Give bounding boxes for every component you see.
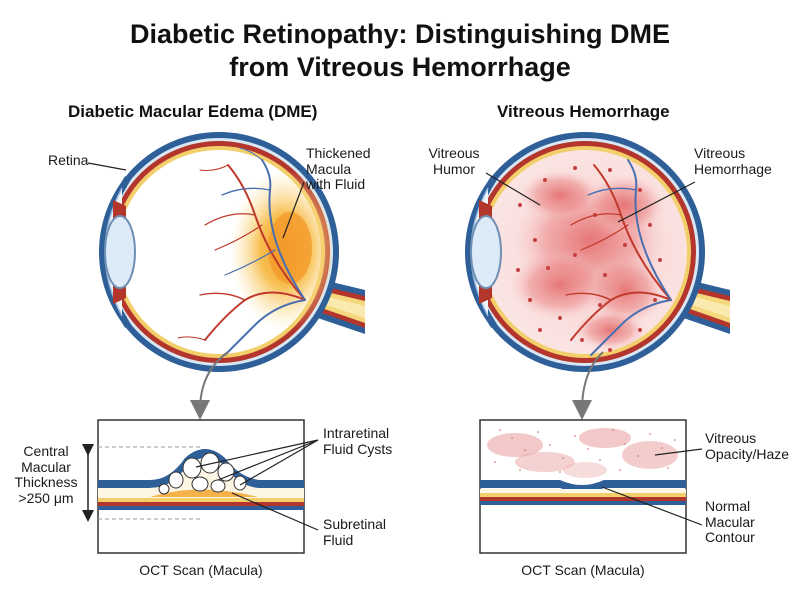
humor-line-2: Humor (432, 160, 475, 177)
normal-contour-label: Normal Macular Contour (705, 498, 755, 546)
dme-oct-cysts (158, 452, 247, 495)
cmt-line-3: Thickness (14, 474, 78, 491)
hemorrhage-line-2: Hemorrhage (694, 160, 772, 177)
dme-oct-caption: OCT Scan (Macula) (139, 562, 263, 578)
leader-lines (87, 162, 703, 531)
vh-hemorrhage-cloud (510, 170, 665, 350)
vh-blood-vessels (565, 159, 672, 356)
vitreous-opacity-label: Vitreous Opacity/Haze (705, 430, 790, 462)
cmt-line-2: Macular (21, 458, 71, 475)
dme-oct-inner-retina (98, 449, 304, 488)
vh-oct-scan (479, 419, 687, 554)
hemorrhage-line-1: Vitreous (694, 145, 746, 161)
subretinal-line-2: Fluid (323, 531, 354, 548)
vh-lens (470, 215, 502, 289)
dme-to-oct-arrow (190, 351, 229, 420)
contour-line-1: Normal (705, 498, 751, 514)
vh-oct-caption: OCT Scan (Macula) (521, 562, 645, 578)
vh-oct-haze (487, 428, 678, 478)
vh-oct-retina (480, 480, 686, 493)
vitreous-humor-label: Vitreous Humor (421, 145, 487, 177)
vh-to-oct-arrow (572, 351, 604, 420)
vh-eye-illustration (465, 132, 730, 372)
vitreous-hemorrhage-label: Vitreous Hemorrhage (694, 145, 772, 177)
main-title-line-2: from Vitreous Hemorrhage (229, 52, 571, 82)
dme-oct-subretinal-fluid (150, 489, 258, 497)
main-title-line-1: Diabetic Retinopathy: Distinguishing DME (129, 19, 670, 49)
retina-label: Retina (48, 152, 89, 168)
cysts-line-1: Intraretinal (323, 425, 390, 441)
dme-eye-illustration (99, 132, 365, 372)
dme-lens (104, 215, 136, 289)
vh-blood-dots (516, 166, 662, 352)
humor-line-1: Vitreous (428, 145, 480, 161)
cmt-label: Central Macular Thickness >250 μm (8, 443, 84, 507)
subretinal-fluid-label: Subretinal Fluid (323, 516, 387, 548)
opacity-line-2: Opacity/Haze (705, 445, 790, 462)
thickened-macula-line-1: Thickened (306, 145, 371, 161)
cmt-line-4: >250 μm (18, 490, 74, 507)
contour-line-2: Macular (705, 513, 755, 530)
dme-oct-scan (82, 419, 305, 554)
thickened-macula-line-2: Macula (306, 160, 352, 177)
dme-blood-vessels (177, 147, 306, 356)
contour-line-3: Contour (705, 529, 755, 546)
subretinal-line-1: Subretinal (323, 516, 387, 532)
opacity-line-1: Vitreous (705, 430, 757, 446)
cmt-line-1: Central (23, 443, 69, 459)
intraretinal-cysts-label: Intraretinal Fluid Cysts (323, 425, 393, 457)
vh-panel-title: Vitreous Hemorrhage (497, 102, 670, 121)
thickened-macula-line-3: with Fluid (306, 176, 366, 193)
dme-panel-title: Diabetic Macular Edema (DME) (68, 102, 318, 121)
thickened-macula-label: Thickened Macula with Fluid (306, 145, 371, 193)
cysts-line-2: Fluid Cysts (323, 440, 393, 457)
